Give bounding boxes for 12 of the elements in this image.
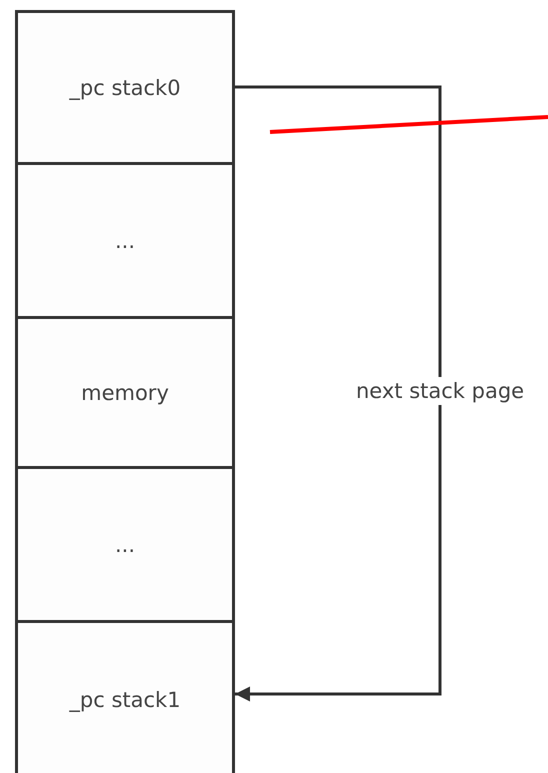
stack-frame-box xyxy=(15,10,235,165)
edge-label: next stack page xyxy=(356,376,524,404)
cell-label: ... xyxy=(114,228,136,252)
cell-label: _pc stack0 xyxy=(69,76,181,100)
cell-label: _pc stack1 xyxy=(69,688,181,712)
stack-frame-box xyxy=(15,316,235,469)
cell-label: memory xyxy=(81,380,169,404)
stack-frame-box xyxy=(15,162,235,319)
stack-frame-box xyxy=(15,620,235,773)
cell-label: ... xyxy=(114,532,136,556)
arrow xyxy=(235,86,442,702)
stack-frame-box xyxy=(15,466,235,623)
